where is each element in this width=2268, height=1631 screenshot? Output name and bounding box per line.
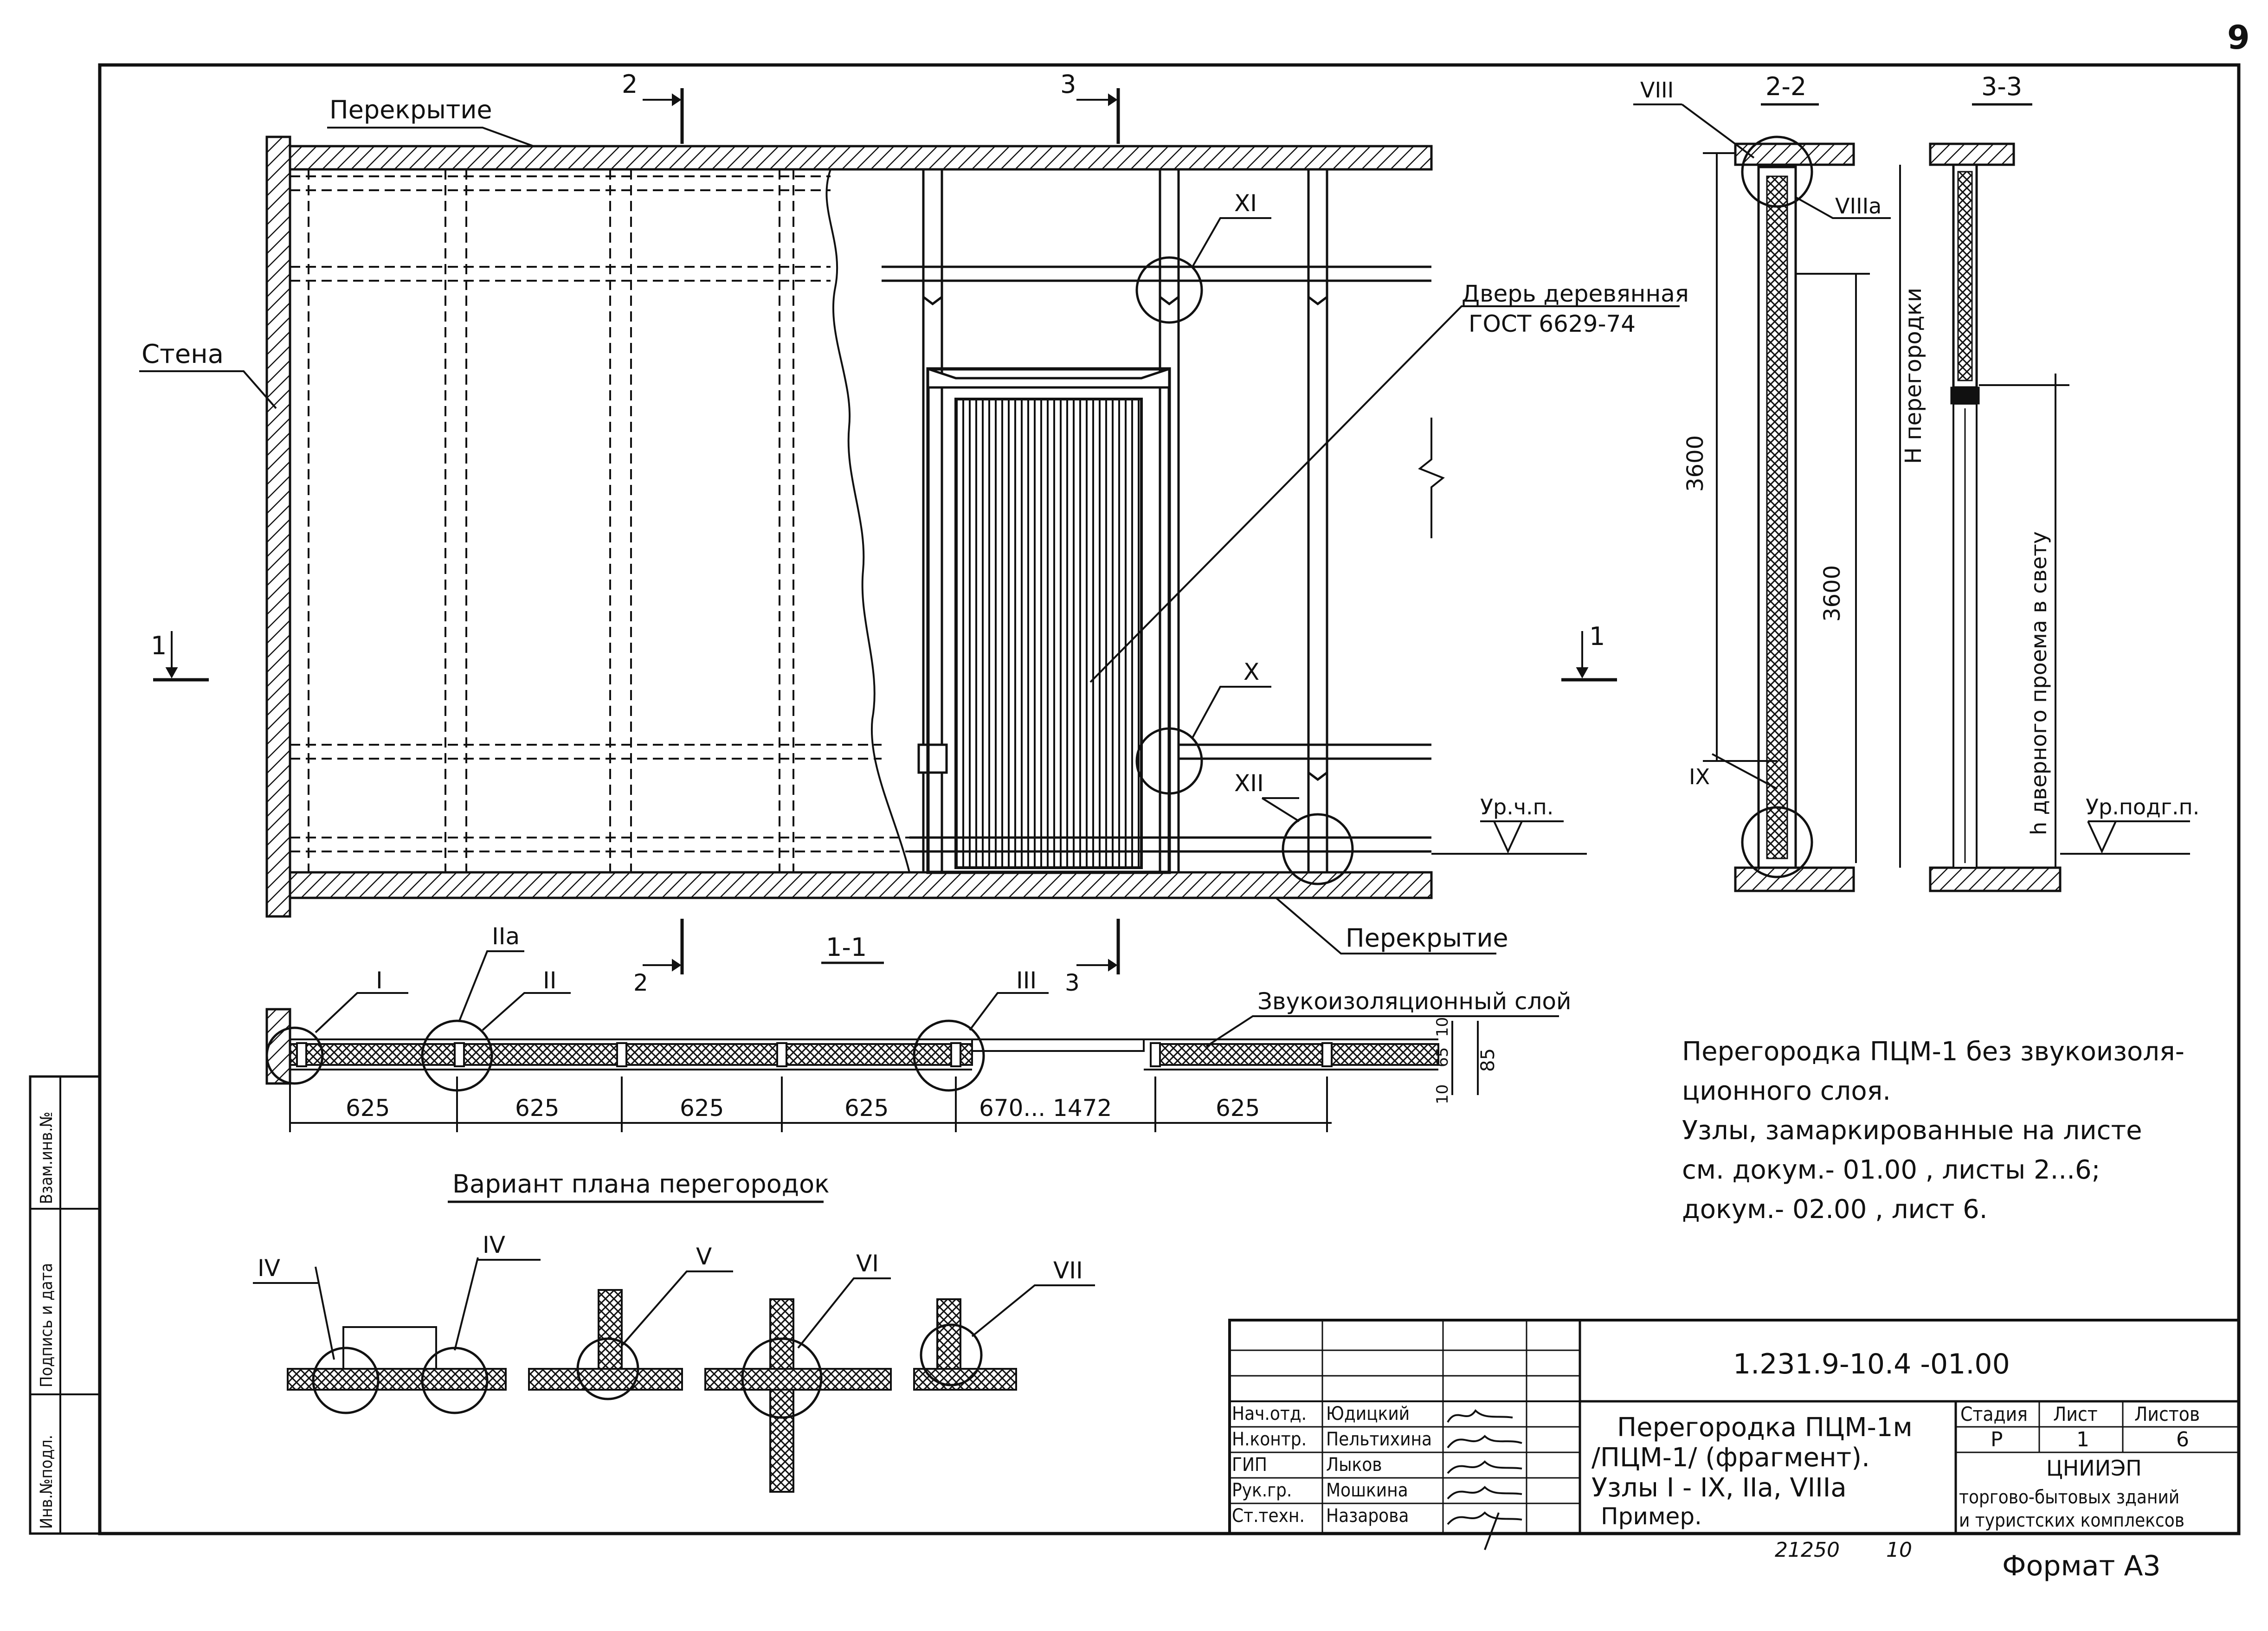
node-IX: IX: [1689, 764, 1710, 789]
elevation-view: Перекрытие Стена Перекрытие Дверь деревя…: [139, 70, 1689, 974]
tb-doc-code: 1.231.9-10.4 -01.00: [1733, 1348, 2010, 1380]
door-frame: [926, 367, 1171, 874]
door-height-label: h дверного проема в свету: [2026, 531, 2051, 835]
page-number: 9: [2227, 19, 2250, 57]
plan-mark-3: 3: [1065, 969, 1080, 996]
notes-block: Перегородка ПЦМ-1 без звукоизоля- ционно…: [1682, 1037, 2184, 1225]
plan-title: 1-1: [826, 933, 867, 962]
tb-name-2: Пельтихина: [1326, 1429, 1432, 1450]
side-stamp: Инв.№подл. Подпись и дата Взам.инв.№: [29, 1075, 101, 1535]
plan-dim-3: 625: [680, 1095, 724, 1122]
tb-org-3: и туристских комплексов: [1959, 1510, 2184, 1531]
stamp-cell-inv: Инв.№подл.: [37, 1435, 56, 1529]
label-wall: Стена: [142, 339, 224, 369]
tb-name-5: Назарова: [1326, 1505, 1409, 1527]
soundproof-label: Звукоизоляционный слой: [1257, 988, 1572, 1015]
note-line-2: ционного слоя.: [1682, 1076, 1891, 1106]
section-mark-1-right: 1: [1589, 622, 1605, 651]
sheet-frame: [98, 63, 2241, 1535]
section-33-title: 3-3: [1981, 72, 2022, 101]
plan-dim-2: 625: [515, 1095, 559, 1122]
tb-role-4: Рук.гр.: [1232, 1480, 1292, 1501]
details-row: IV IV V VI VII: [253, 1231, 1095, 1493]
dim-3600-a: 3600: [1682, 435, 1708, 492]
section-22-title: 2-2: [1765, 72, 1806, 101]
tb-value-sheet: 1: [2076, 1428, 2089, 1451]
floor-level-label: Ур.ч.п.: [1480, 794, 1553, 819]
thick-dim-85: 85: [1477, 1048, 1499, 1072]
label-slab-top: Перекрытие: [329, 95, 492, 124]
wall-hatch: [265, 135, 291, 918]
tb-title-4: Пример.: [1601, 1503, 1702, 1530]
tb-org-1: ЦНИИЭП: [2046, 1456, 2142, 1481]
tb-name-4: Мошкина: [1326, 1480, 1408, 1501]
archive-number: 21250: [1775, 1538, 1840, 1562]
door-label-line2: ГОСТ 6629-74: [1469, 310, 1636, 337]
node-X: X: [1244, 658, 1259, 685]
detail-VII: VII: [1053, 1257, 1083, 1284]
tb-title-1: Перегородка ПЦМ-1м: [1617, 1412, 1913, 1443]
note-line-1: Перегородка ПЦМ-1 без звукоизоля-: [1682, 1037, 2184, 1067]
door-label-line1: Дверь деревянная: [1462, 280, 1689, 307]
tb-name-1: Юдицкий: [1326, 1403, 1410, 1425]
node-VIIIa: VIIIa: [1835, 193, 1881, 219]
detail-IV-b: IV: [483, 1231, 505, 1258]
node-VIII: VIII: [1640, 77, 1674, 103]
tb-role-3: ГИП: [1232, 1454, 1267, 1476]
slab-top: [289, 145, 1433, 171]
subfloor-level-label: Ур.подг.п.: [2086, 794, 2199, 819]
tb-role-5: Ст.техн.: [1232, 1505, 1305, 1527]
tb-header-sheet: Лист: [2053, 1403, 2098, 1425]
tb-value-sheets: 6: [2176, 1428, 2189, 1451]
thick-dim-10a: 10: [1433, 1084, 1452, 1104]
plan-dim-1: 625: [346, 1095, 390, 1122]
dim-3600-b: 3600: [1819, 565, 1845, 622]
title-block: Нач.отд. Н.контр. ГИП Рук.гр. Ст.техн. Ю…: [1228, 1319, 2240, 1550]
thick-dim-10b: 10: [1433, 1017, 1452, 1037]
plan-mark-2: 2: [633, 969, 648, 996]
note-line-5: докум.- 02.00 , лист 6.: [1682, 1194, 1988, 1225]
plan-node-I: I: [376, 967, 383, 994]
plan-node-III: III: [1016, 967, 1037, 994]
label-slab-bottom: Перекрытие: [1346, 923, 1508, 953]
tb-value-stage: Р: [1991, 1428, 2003, 1451]
archive-sub: 10: [1886, 1538, 1912, 1562]
tb-name-3: Лыков: [1326, 1454, 1382, 1476]
section-mark-3-top: 3: [1060, 70, 1076, 99]
plan-view: 1-1 2 3 I IIa II III Звук: [265, 923, 1572, 1203]
node-XII: XII: [1234, 770, 1264, 797]
plan-dim-4: 625: [844, 1095, 889, 1122]
tb-header-sheets: Листов: [2134, 1403, 2200, 1425]
stamp-cell-sign: Подпись и дата: [37, 1263, 56, 1387]
tb-role-1: Нач.отд.: [1232, 1403, 1307, 1425]
section-mark-2-top: 2: [622, 70, 638, 99]
plan-dim-6: 625: [1216, 1095, 1260, 1122]
plan-node-IIa: IIa: [492, 923, 520, 950]
section-3-3: 3-3 h дверного проема в свету Ур.подг.п.: [1929, 72, 2199, 892]
section-mark-1-left: 1: [151, 631, 167, 660]
tb-title-2: /ПЦМ-1/ (фрагмент).: [1591, 1443, 1870, 1473]
detail-IV-a: IV: [258, 1255, 280, 1282]
note-line-4: см. докум.- 01.00 , листы 2...6;: [1682, 1155, 2100, 1185]
section-2-2: 2-2 VIII VIIIa IX 3600 3600 H перегородк…: [1633, 72, 1927, 892]
plan-caption: Вариант плана перегородок: [452, 1169, 830, 1199]
tb-title-3: Узлы I - IX, IIa, VIIIa: [1591, 1473, 1847, 1503]
stamp-cell-repl: Взам.инв.№: [37, 1112, 56, 1204]
dim-height-label: H перегородки: [1901, 288, 1927, 464]
detail-V: V: [696, 1243, 712, 1270]
node-XI: XI: [1234, 190, 1257, 217]
plan-dim-5: 670... 1472: [979, 1095, 1112, 1122]
note-line-3: Узлы, замаркированные на листе: [1682, 1115, 2142, 1146]
door-leaf: [954, 398, 1143, 869]
tb-org-2: торгово-бытовых зданий: [1959, 1487, 2179, 1508]
plan-node-II: II: [543, 967, 557, 994]
detail-VI: VI: [856, 1250, 879, 1277]
format-label: Формат А3: [2002, 1550, 2161, 1582]
tb-role-2: Н.контр.: [1232, 1429, 1307, 1450]
tb-header-stage: Стадия: [1960, 1403, 2028, 1425]
thick-dim-65: 65: [1433, 1047, 1452, 1067]
slab-bottom: [289, 871, 1433, 899]
